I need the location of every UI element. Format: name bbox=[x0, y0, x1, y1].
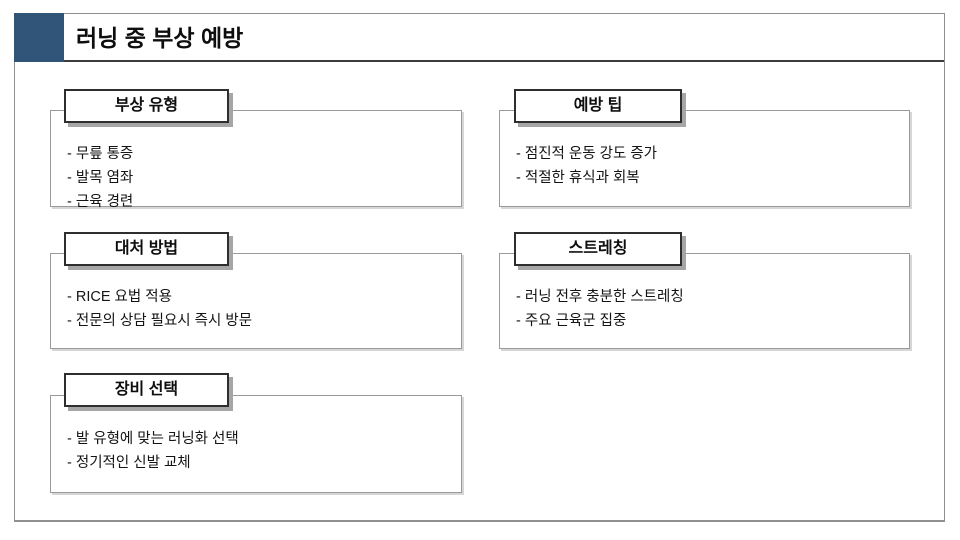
title-accent-square bbox=[14, 13, 64, 62]
title-bar: 러닝 중 부상 예방 bbox=[14, 13, 944, 62]
section-header-prevention-tips: 예방 팁 bbox=[514, 89, 682, 123]
section-body-response-methods: - RICE 요법 적용 - 전문의 상담 필요시 즉시 방문 bbox=[50, 253, 462, 349]
section-header-response-methods: 대처 방법 bbox=[64, 232, 229, 266]
section-header-equipment-selection: 장비 선택 bbox=[64, 373, 229, 407]
list-item: - 발목 염좌 bbox=[67, 170, 134, 186]
list-item: - 주요 근육군 집중 bbox=[516, 313, 627, 329]
list-item: - 러닝 전후 충분한 스트레칭 bbox=[516, 289, 684, 305]
list-item: - 근육 경련 bbox=[67, 194, 134, 210]
section-body-prevention-tips: - 점진적 운동 강도 증가 - 적절한 휴식과 회복 bbox=[499, 110, 910, 207]
list-item: - 정기적인 신발 교체 bbox=[67, 455, 191, 471]
section-header-stretching: 스트레칭 bbox=[514, 232, 682, 266]
section-body-equipment-selection: - 발 유형에 맞는 러닝화 선택 - 정기적인 신발 교체 bbox=[50, 395, 462, 493]
list-item: - 무릎 통증 bbox=[67, 146, 134, 162]
list-item: - 적절한 휴식과 회복 bbox=[516, 170, 640, 186]
list-item: - 발 유형에 맞는 러닝화 선택 bbox=[67, 431, 239, 447]
section-header-injury-types: 부상 유형 bbox=[64, 89, 229, 123]
section-body-injury-types: - 무릎 통증 - 발목 염좌 - 근육 경련 bbox=[50, 110, 462, 210]
slide-title: 러닝 중 부상 예방 bbox=[76, 25, 244, 51]
section-body-stretching: - 러닝 전후 충분한 스트레칭 - 주요 근육군 집중 bbox=[499, 253, 910, 349]
list-item: - 점진적 운동 강도 증가 bbox=[516, 146, 658, 162]
list-item: - RICE 요법 적용 bbox=[67, 289, 172, 305]
list-item: - 전문의 상담 필요시 즉시 방문 bbox=[67, 313, 253, 329]
